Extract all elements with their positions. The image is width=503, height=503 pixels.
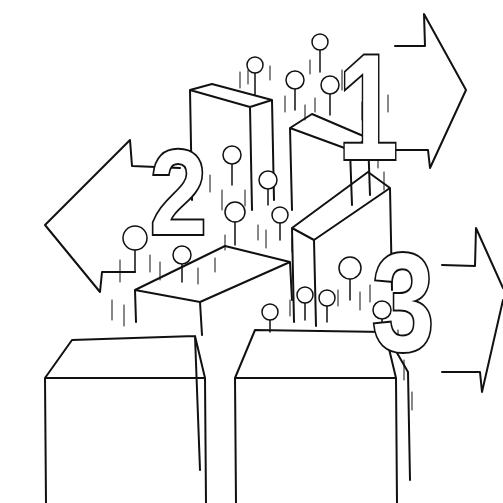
building-block <box>135 246 292 335</box>
callout-number: 3 <box>372 232 434 372</box>
callout-number: 1 <box>338 32 398 182</box>
direction-arrow <box>442 228 503 392</box>
direction-arrow <box>395 14 466 168</box>
callout-number: 2 <box>150 132 207 252</box>
building-block <box>45 336 206 503</box>
